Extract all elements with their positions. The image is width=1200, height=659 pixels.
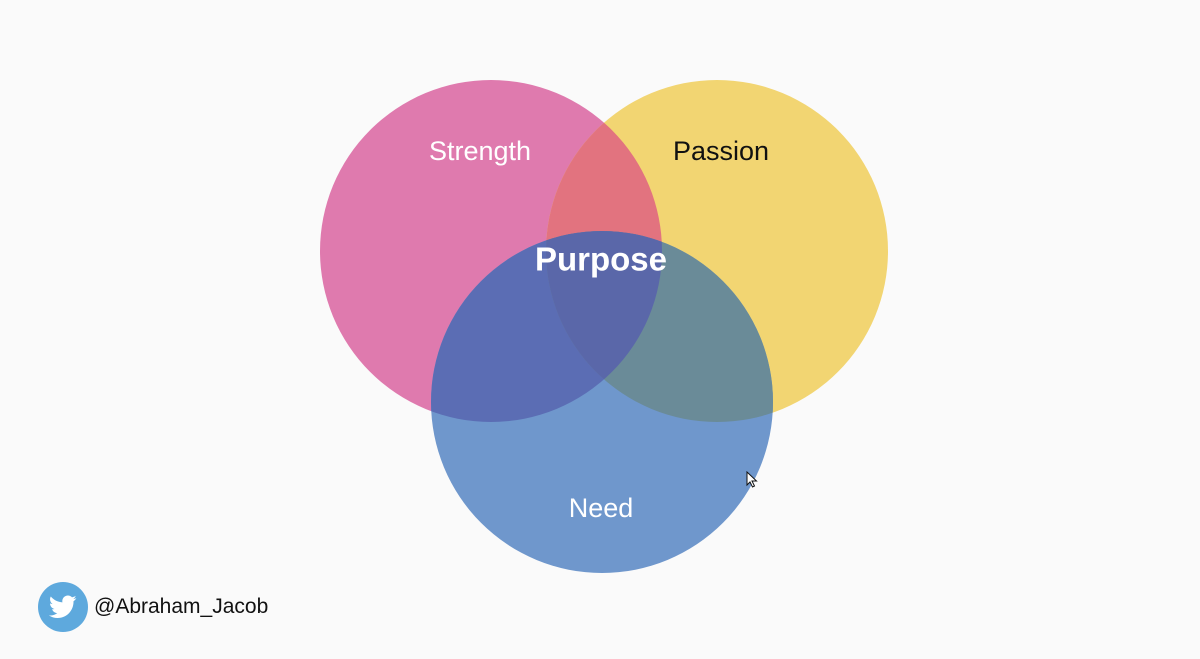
twitter-bird-icon: [38, 582, 88, 632]
strength-label: Strength: [429, 136, 531, 166]
passion-label: Passion: [673, 136, 769, 166]
need-label: Need: [569, 493, 634, 523]
mouse-pointer-icon: [746, 470, 758, 493]
twitter-handle-text: @Abraham_Jacob: [94, 595, 269, 618]
purpose-label: Purpose: [535, 241, 667, 278]
twitter-handle: @Abraham_Jacob: [38, 582, 268, 632]
